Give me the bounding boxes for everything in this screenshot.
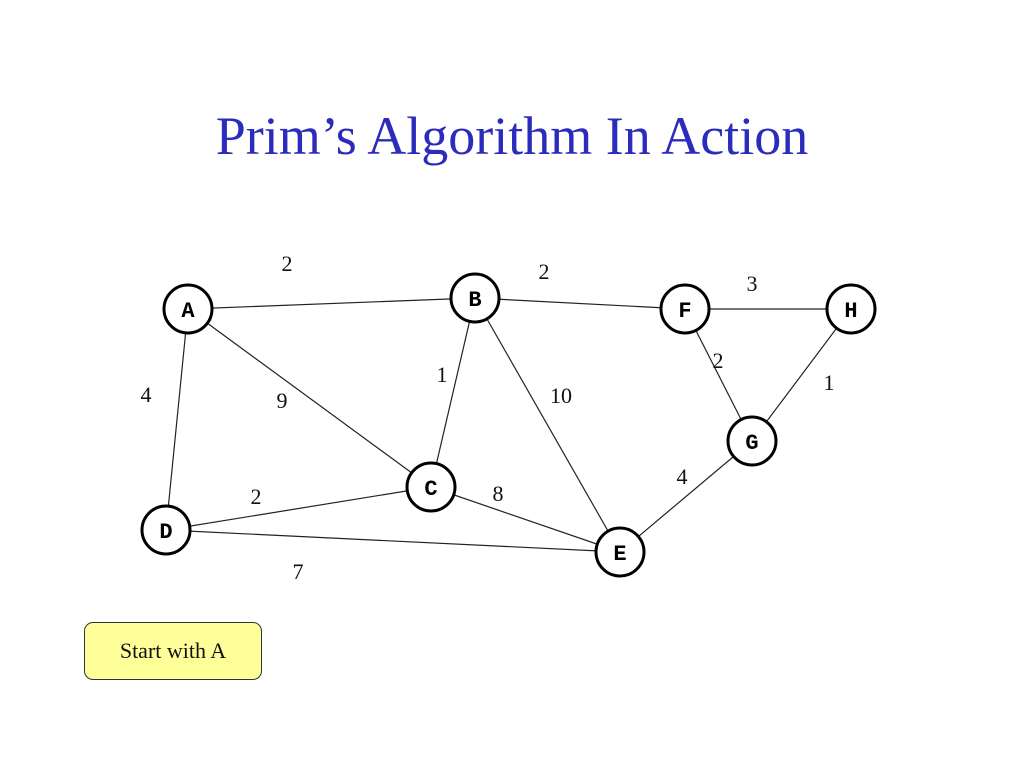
- node-circle: [162, 283, 214, 335]
- node-label: D: [159, 520, 172, 545]
- edge-a-d: [165, 308, 189, 531]
- edge-c-e: [430, 486, 621, 553]
- node-label: H: [844, 299, 857, 324]
- edge-weight-c-e: 8: [493, 481, 504, 506]
- edge-weight-h-g: 1: [824, 370, 835, 395]
- node-circle: [405, 461, 457, 513]
- node-circle: [594, 526, 646, 578]
- node-label: B: [468, 288, 481, 313]
- node-label: F: [678, 299, 691, 324]
- node-circle: [449, 272, 501, 324]
- node-h: H: [825, 283, 877, 335]
- edge-weight-d-e: 7: [293, 559, 304, 584]
- node-d: D: [140, 504, 192, 556]
- edge-weight-d-c: 2: [251, 484, 262, 509]
- node-c: C: [405, 461, 457, 513]
- edge-b-e: [474, 297, 621, 553]
- edge-weight-f-h: 3: [747, 271, 758, 296]
- edge-weight-f-g: 2: [713, 348, 724, 373]
- node-label: E: [613, 542, 626, 567]
- node-b: B: [449, 272, 501, 324]
- edge-g-e: [619, 440, 753, 553]
- edge-weight-g-e: 4: [677, 464, 688, 489]
- edge-b-f: [474, 297, 686, 310]
- edge-weight-b-f: 2: [539, 259, 550, 284]
- node-a: A: [162, 283, 214, 335]
- node-e: E: [594, 526, 646, 578]
- node-circle: [825, 283, 877, 335]
- slide-title: Prim’s Algorithm In Action: [215, 106, 809, 166]
- weight-layer: 2 2 3 2 1 4 9 1 10 4 2 8 7: [141, 251, 835, 584]
- node-g: G: [726, 415, 778, 467]
- edge-b-c: [430, 297, 476, 488]
- node-label: G: [745, 431, 758, 456]
- edge-weight-a-b: 2: [282, 251, 293, 276]
- node-circle: [726, 415, 778, 467]
- node-circle: [659, 283, 711, 335]
- edge-weight-a-d: 4: [141, 382, 152, 407]
- node-label: A: [181, 299, 195, 324]
- edge-d-c: [165, 486, 432, 531]
- node-circle: [140, 504, 192, 556]
- edge-weight-a-c: 9: [277, 388, 288, 413]
- start-callout: Start with A: [84, 622, 262, 680]
- node-f: F: [659, 283, 711, 335]
- edge-h-g: [751, 308, 852, 442]
- start-callout-text: Start with A: [119, 638, 227, 663]
- edge-a-c: [187, 308, 432, 488]
- node-label: C: [424, 477, 437, 502]
- edge-d-e: [165, 529, 621, 553]
- edge-weight-b-e: 10: [550, 383, 572, 408]
- node-layer: A B F H G C D E: [140, 272, 877, 578]
- edge-weight-b-c: 1: [437, 362, 448, 387]
- edge-layer: [165, 297, 852, 553]
- edge-a-b: [187, 297, 476, 310]
